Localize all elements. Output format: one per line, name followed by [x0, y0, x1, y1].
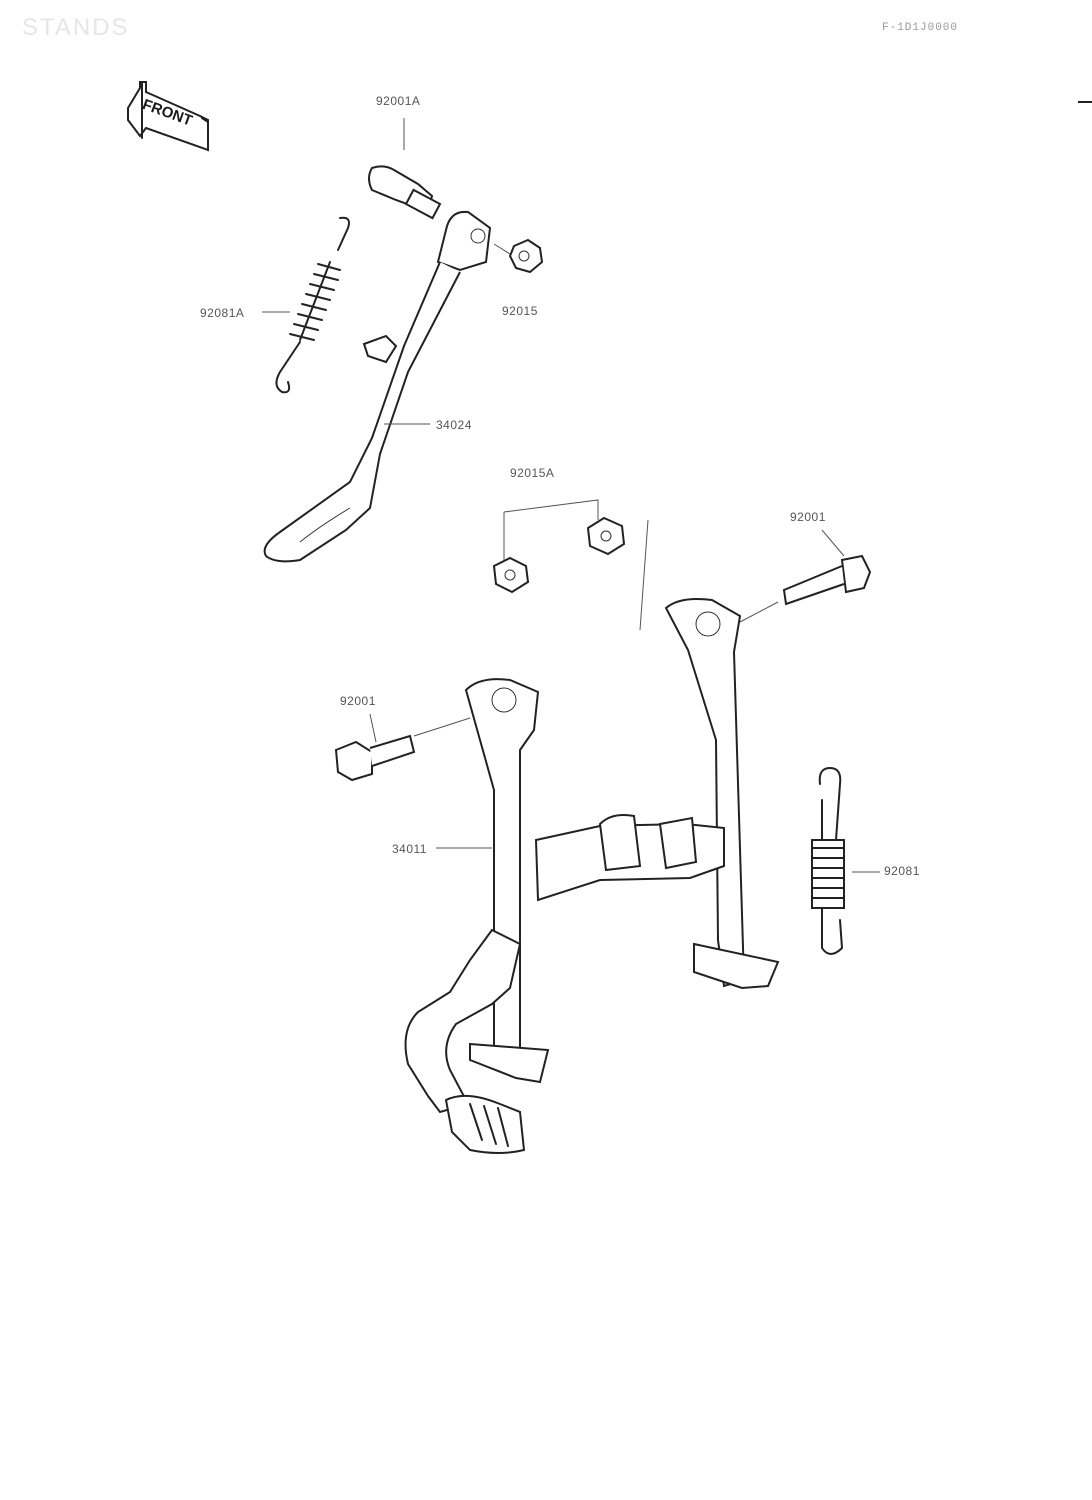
leader-92015	[493, 243, 511, 255]
nut-92015-icon	[508, 238, 544, 274]
leader-92001-left	[369, 713, 377, 743]
spring-92081a-icon	[275, 216, 350, 394]
label-92001-right: 92001	[790, 510, 826, 524]
label-34024: 34024	[436, 418, 472, 432]
label-92001a: 92001A	[376, 94, 421, 108]
leader-92001-right	[821, 529, 845, 557]
front-badge-icon	[127, 81, 209, 152]
spring-92081-icon	[811, 767, 845, 955]
center-stand-34011-icon	[404, 598, 780, 1154]
bolt-92001-right-icon	[782, 554, 872, 606]
label-92015: 92015	[502, 304, 538, 318]
label-34011: 34011	[392, 842, 427, 856]
leader-92015a	[503, 499, 599, 560]
bolt-92001a-icon	[368, 165, 442, 220]
nut-92015a-left-icon	[492, 556, 530, 594]
label-92015a: 92015A	[510, 466, 555, 480]
page-title: STANDS	[22, 14, 130, 41]
label-92081: 92081	[884, 864, 920, 878]
nut-92015a-right-icon	[586, 516, 626, 556]
reference-code: F-1D1J0000	[882, 22, 959, 34]
label-92001-left: 92001	[340, 694, 376, 708]
bolt-92001-left-icon	[334, 734, 416, 782]
label-92081a: 92081A	[200, 306, 245, 320]
side-stand-34024-icon	[263, 210, 492, 563]
